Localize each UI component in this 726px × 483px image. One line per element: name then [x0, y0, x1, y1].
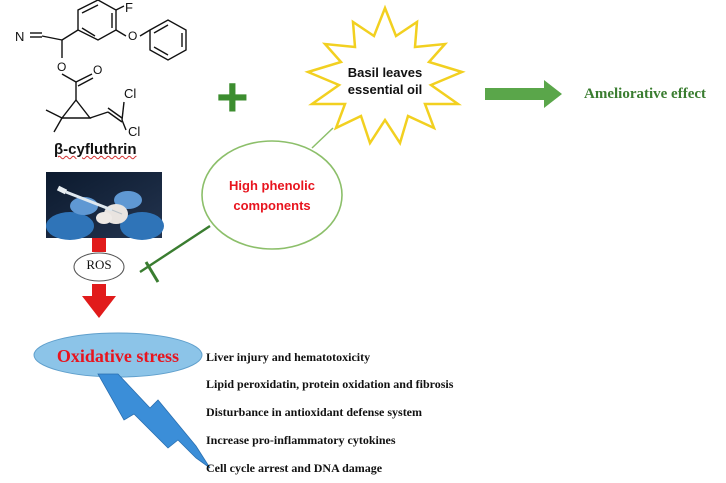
green-effect-arrow	[485, 80, 562, 108]
compound-name: β-cyfluthrin	[54, 141, 137, 158]
atom-ether-o: O	[128, 29, 137, 43]
plus-sign: +	[216, 65, 249, 128]
red-down-arrow	[82, 238, 116, 318]
effect-item: Cell cycle arrest and DNA damage	[206, 461, 383, 475]
chemical-structure	[30, 0, 187, 133]
basil-label: Basil leaves essential oil	[347, 65, 423, 97]
effect-item: Disturbance in antioxidant defense syste…	[206, 405, 423, 419]
basil-phenolic-connector	[311, 127, 334, 149]
effect-item: Liver injury and hematotoxicity	[206, 350, 371, 364]
phenolic-label: High phenolic components	[229, 178, 315, 213]
phenolic-ellipse	[201, 140, 343, 250]
atom-fluorine: F	[125, 0, 133, 15]
ameliorative-effect-label: Ameliorative effect	[584, 86, 707, 102]
atom-chlorine-2: Cl	[128, 124, 140, 139]
atom-carbonyl-o: O	[93, 63, 102, 77]
lab-mouse-injection-photo	[46, 172, 164, 240]
effect-item: Lipid peroxidatin, protein oxidation and…	[206, 377, 454, 391]
atom-ester-o: O	[57, 60, 66, 74]
lightning-bolt	[97, 373, 211, 469]
basil-starburst	[304, 4, 466, 146]
atom-nitrile-n: N	[15, 29, 24, 44]
inhibition-bar	[144, 261, 160, 283]
effect-item: Increase pro-inflammatory cytokines	[206, 433, 396, 447]
ros-label: ROS	[86, 257, 112, 272]
atom-chlorine-1: Cl	[124, 86, 136, 101]
ros-ellipse	[73, 252, 125, 282]
oxidative-stress-label: Oxidative stress	[56, 346, 180, 366]
inhibition-line	[139, 224, 211, 274]
